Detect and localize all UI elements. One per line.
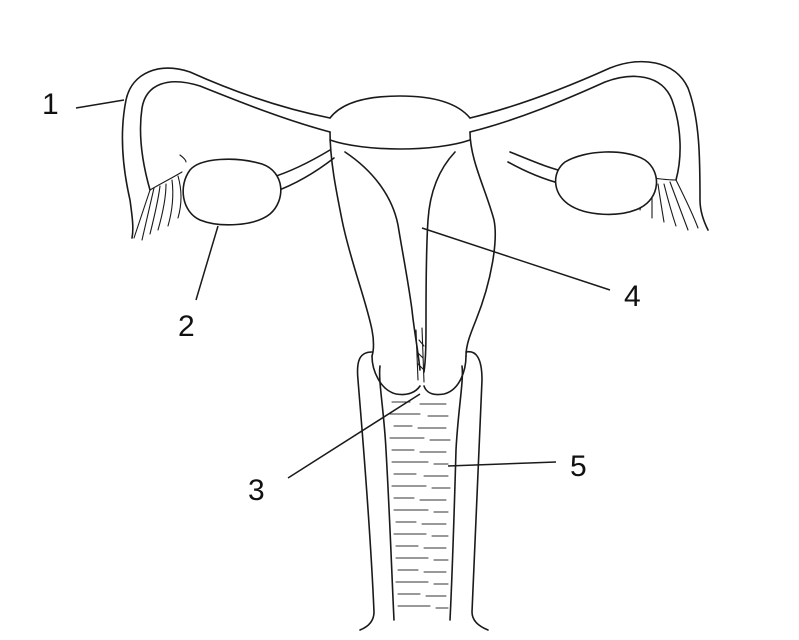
leader-line-1	[75, 99, 125, 109]
label-4: 4	[624, 280, 641, 313]
right-fallopian-tube-outer	[469, 60, 709, 231]
left-ovarian-ligament	[269, 149, 331, 179]
vaginal-rugae	[389, 401, 451, 609]
label-1: 1	[42, 88, 59, 121]
label-5: 5	[570, 450, 587, 483]
label-3: 3	[248, 474, 265, 507]
right-ovarian-ligament-lower	[507, 161, 563, 185]
uterus-outline	[329, 95, 496, 357]
leader-line-4	[421, 227, 611, 291]
left-fallopian-tube-outer	[121, 67, 331, 239]
vagina-inner-wall	[378, 365, 464, 621]
cervix	[371, 355, 467, 396]
uterine-cavity	[344, 151, 456, 373]
left-fallopian-tube-inner	[139, 81, 331, 191]
leader-line-5	[447, 461, 557, 467]
leader-line-2	[195, 225, 219, 301]
right-ovarian-ligament	[509, 151, 567, 173]
right-ovary	[554, 151, 658, 216]
vagina-outer-wall	[356, 350, 489, 631]
leader-line-3	[287, 393, 421, 479]
left-ovary	[182, 158, 282, 226]
right-fallopian-tube-inner	[469, 75, 681, 181]
label-2: 2	[178, 310, 195, 343]
uterine-fundus-inner	[329, 139, 471, 150]
left-fimbriae	[133, 154, 187, 241]
left-ovarian-ligament-lower	[273, 157, 335, 193]
cervical-canal	[415, 327, 425, 383]
